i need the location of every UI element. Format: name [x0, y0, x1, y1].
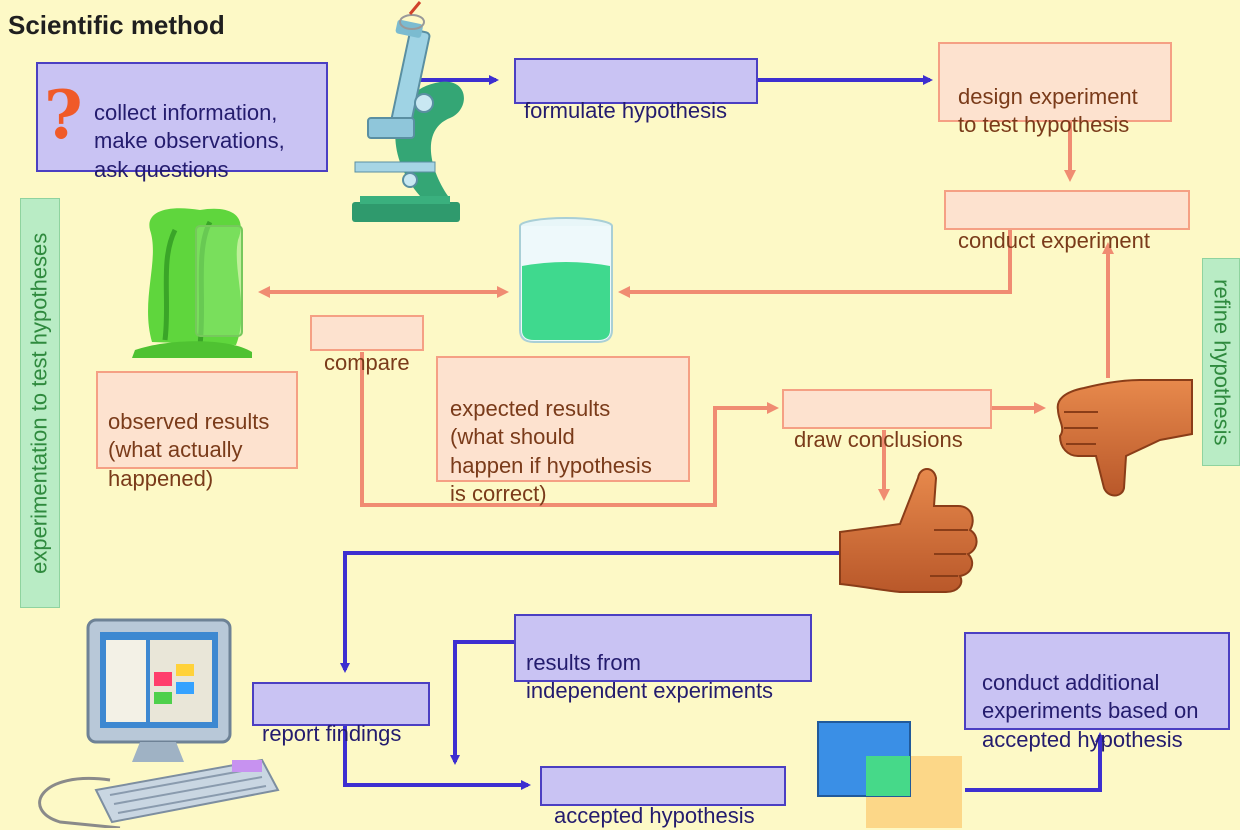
draw-conclusions-box: draw conclusions	[782, 389, 992, 452]
arrow-conduct-to-expected	[618, 228, 1012, 298]
page-title: Scientific method	[8, 10, 225, 40]
pink-arrows	[258, 122, 1114, 507]
arrow-report-to-accepted	[343, 726, 531, 790]
arrow-compare-to-draw	[360, 352, 779, 507]
conduct-experiment-text: conduct experiment	[958, 227, 1150, 253]
arrow-squares-to-additional	[965, 732, 1105, 792]
thumbs-up-icon	[839, 468, 978, 593]
expected-results-box: expected results (what should happen if …	[436, 356, 690, 506]
compare-text: compare	[324, 349, 410, 375]
slime-icon	[132, 208, 252, 358]
formulate-hypothesis-box: formulate hypothesis	[514, 58, 758, 123]
independent-experiments-text: results from independent experiments	[526, 649, 774, 704]
design-experiment-box: design experiment to test hypothesis	[938, 42, 1172, 137]
thumbs-down-icon	[1056, 379, 1193, 497]
independent-experiments-box: results from independent experiments	[514, 614, 812, 703]
expected-results-text: expected results (what should happen if …	[450, 395, 652, 507]
draw-conclusions-text: draw conclusions	[794, 426, 963, 452]
conduct-experiment-box: conduct experiment	[944, 190, 1190, 253]
refine-hypothesis-label-text: refine hypothesis	[1209, 278, 1235, 446]
blue-arrows	[340, 75, 1105, 792]
question-mark-icon: ?	[44, 76, 83, 154]
report-findings-box: report findings	[252, 682, 430, 746]
collect-information-box: collect information, make observations, …	[36, 62, 328, 182]
arrow-independent-to-accepted	[450, 640, 515, 765]
microscope-icon	[352, 1, 464, 222]
computer-icon	[38, 618, 280, 828]
observed-results-text: observed results (what actually happened…	[108, 408, 270, 491]
additional-experiments-text: conduct additional experiments based on …	[982, 669, 1199, 752]
formulate-hypothesis-text: formulate hypothesis	[524, 97, 727, 123]
additional-experiments-box: conduct additional experiments based on …	[964, 632, 1230, 752]
experimentation-label-text: experimentation to test hypotheses	[26, 232, 52, 574]
arrow-thumbsup-to-report	[340, 551, 840, 673]
observed-results-box: observed results (what actually happened…	[96, 371, 298, 491]
accepted-hypothesis-box: accepted hypothesis	[540, 766, 786, 828]
experimentation-label: experimentation to test hypotheses	[20, 198, 60, 608]
refine-hypothesis-label: refine hypothesis	[1202, 258, 1240, 466]
compare-box: compare	[310, 315, 424, 375]
overlapping-squares-icon	[817, 721, 962, 828]
design-experiment-text: design experiment to test hypothesis	[958, 83, 1138, 138]
beaker-icon	[519, 217, 613, 343]
accepted-hypothesis-text: accepted hypothesis	[554, 802, 755, 828]
collect-information-text: collect information, make observations, …	[94, 99, 285, 182]
report-findings-text: report findings	[262, 720, 402, 746]
